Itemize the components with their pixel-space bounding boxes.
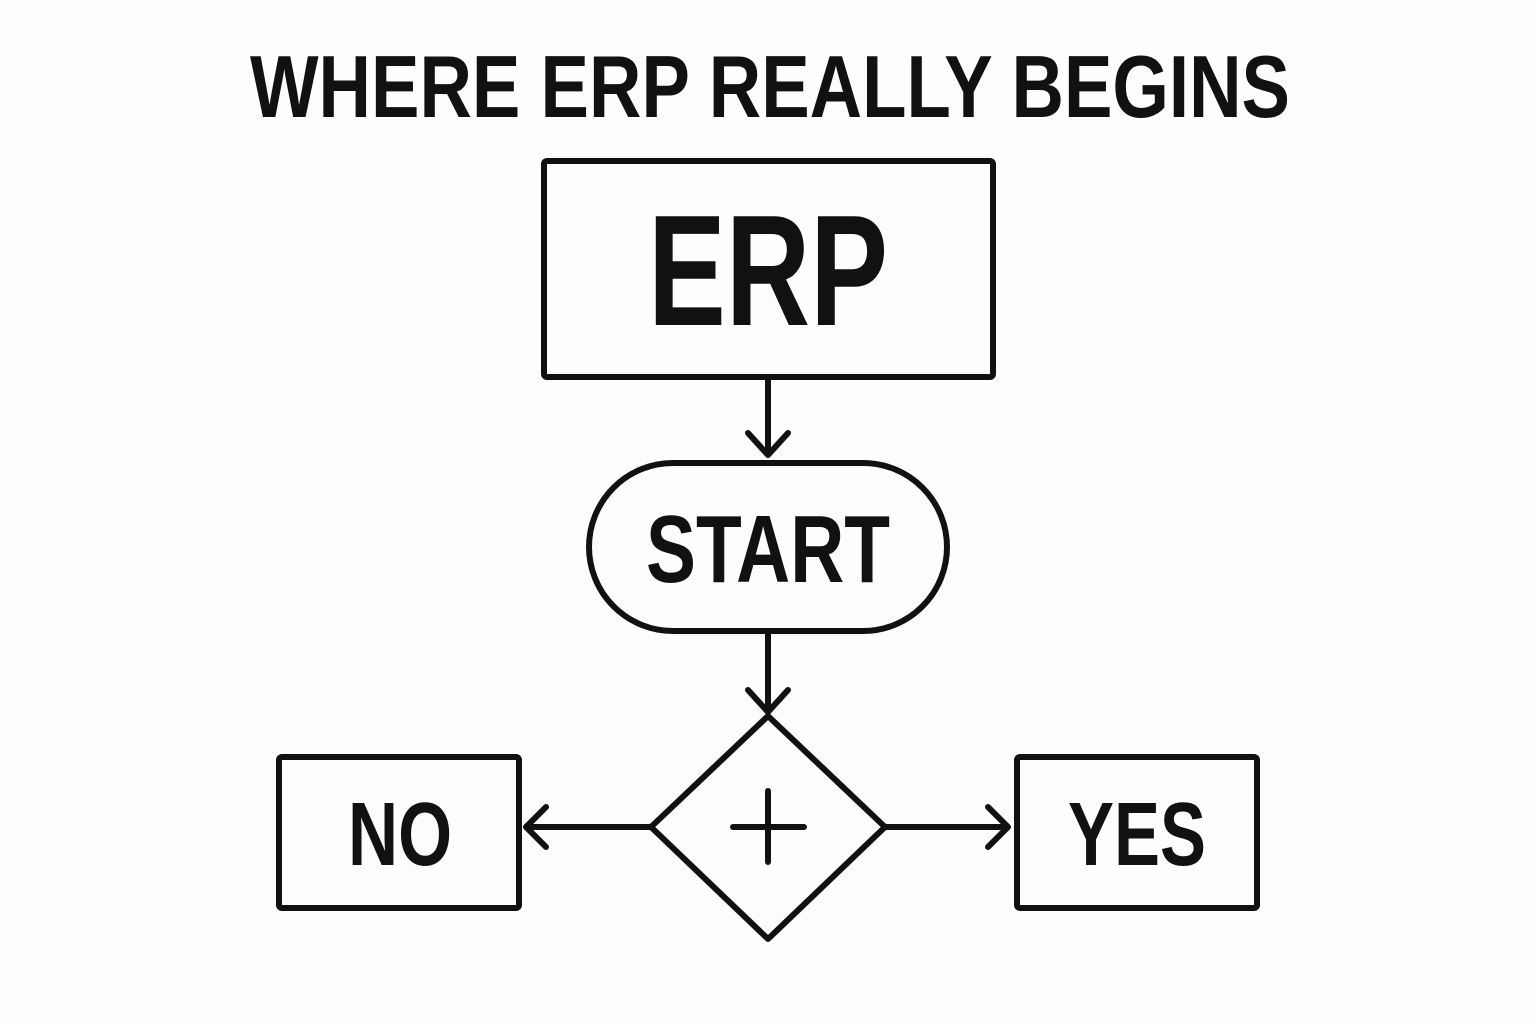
yes-box: YES (1014, 754, 1260, 911)
diagram-title: WHERE ERP REALLY BEGINS (250, 37, 1290, 136)
plus-icon (730, 788, 807, 865)
start-label: START (646, 496, 890, 603)
erp-box: ERP (541, 158, 996, 380)
erp-label: ERP (648, 183, 888, 359)
arrow-erp-to-start (745, 375, 791, 458)
no-label: NO (348, 785, 452, 885)
start-terminal: START (586, 460, 950, 634)
arrow-to-yes (883, 804, 1011, 850)
decision-diamond: + (0, 0, 888, 942)
arrow-start-to-decision (745, 629, 791, 715)
arrow-to-no (523, 804, 653, 850)
no-box: NO (276, 754, 522, 911)
yes-label: YES (1068, 785, 1206, 885)
svg-text:+: + (0, 0, 1, 1)
